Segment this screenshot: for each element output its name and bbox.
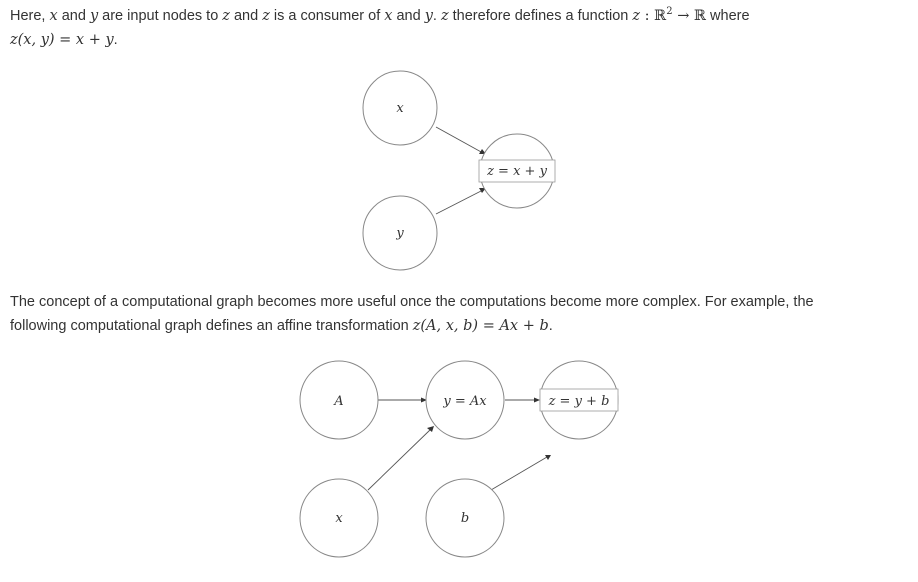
text: following computational graph defines an… <box>10 318 413 334</box>
node-label: y <box>395 226 404 241</box>
math-colon: : <box>640 8 655 24</box>
math-reals: ℝ <box>693 8 707 24</box>
math-reals: ℝ <box>654 8 667 24</box>
math-var: z <box>222 8 230 24</box>
node-label: z = x + y <box>486 164 547 179</box>
text: where <box>706 8 750 24</box>
arrowhead <box>545 455 551 460</box>
affine-paragraph: The concept of a computational graph bec… <box>10 290 890 338</box>
text: Here, <box>10 8 50 24</box>
graph2-node-y: y = Ax <box>425 360 505 440</box>
math-arrow: → <box>672 8 694 24</box>
math-formula: z(A, x, b) = Ax + b <box>412 318 549 334</box>
math-formula: z(x, y) = x + y <box>10 32 114 48</box>
edge-x-to-y <box>367 428 432 491</box>
text: therefore defines a function <box>448 8 633 24</box>
intro-paragraph: Here, x and y are input nodes to z and z… <box>10 4 890 52</box>
text: . <box>548 318 553 334</box>
text: . <box>113 32 118 48</box>
math-var: x <box>384 8 393 24</box>
text: The concept of a computational graph bec… <box>10 294 814 310</box>
node-label: b <box>461 511 469 526</box>
arrowhead <box>427 426 434 432</box>
node-label: x <box>335 511 343 526</box>
graph1-node-z: z = x + y <box>478 133 556 209</box>
graph2-node-z: z = y + b <box>539 360 619 440</box>
text: are input nodes to <box>98 8 223 24</box>
math-var: z <box>440 8 449 24</box>
text: is a consumer of <box>269 8 385 24</box>
arrowhead <box>534 397 540 403</box>
graph1-edges <box>435 126 486 215</box>
math-var: x <box>49 8 58 24</box>
graph1-node-x: x <box>362 70 438 146</box>
node-label: x <box>396 101 404 116</box>
edge-b-to-z <box>490 456 548 491</box>
node-label: A <box>333 394 343 409</box>
node-label: z = y + b <box>548 394 610 409</box>
text: and <box>229 8 263 24</box>
math-var: z <box>632 8 641 24</box>
math-var: y <box>424 8 433 24</box>
edge-x-to-z <box>435 126 484 154</box>
math-superscript: 2 <box>666 6 673 18</box>
node-label: y = Ax <box>442 394 487 409</box>
edge-y-to-z <box>435 189 484 215</box>
text: and <box>392 8 425 24</box>
text: . <box>432 8 441 24</box>
math-var: z <box>262 8 270 24</box>
arrowhead <box>421 397 427 403</box>
graph2-edges <box>367 397 551 491</box>
math-var: y <box>89 8 99 24</box>
text: and <box>57 8 90 24</box>
graph1-node-y: y <box>362 195 438 271</box>
graph2-node-A: A <box>299 360 379 440</box>
graph2-node-b: b <box>425 478 505 558</box>
graph2-node-x: x <box>299 478 379 558</box>
